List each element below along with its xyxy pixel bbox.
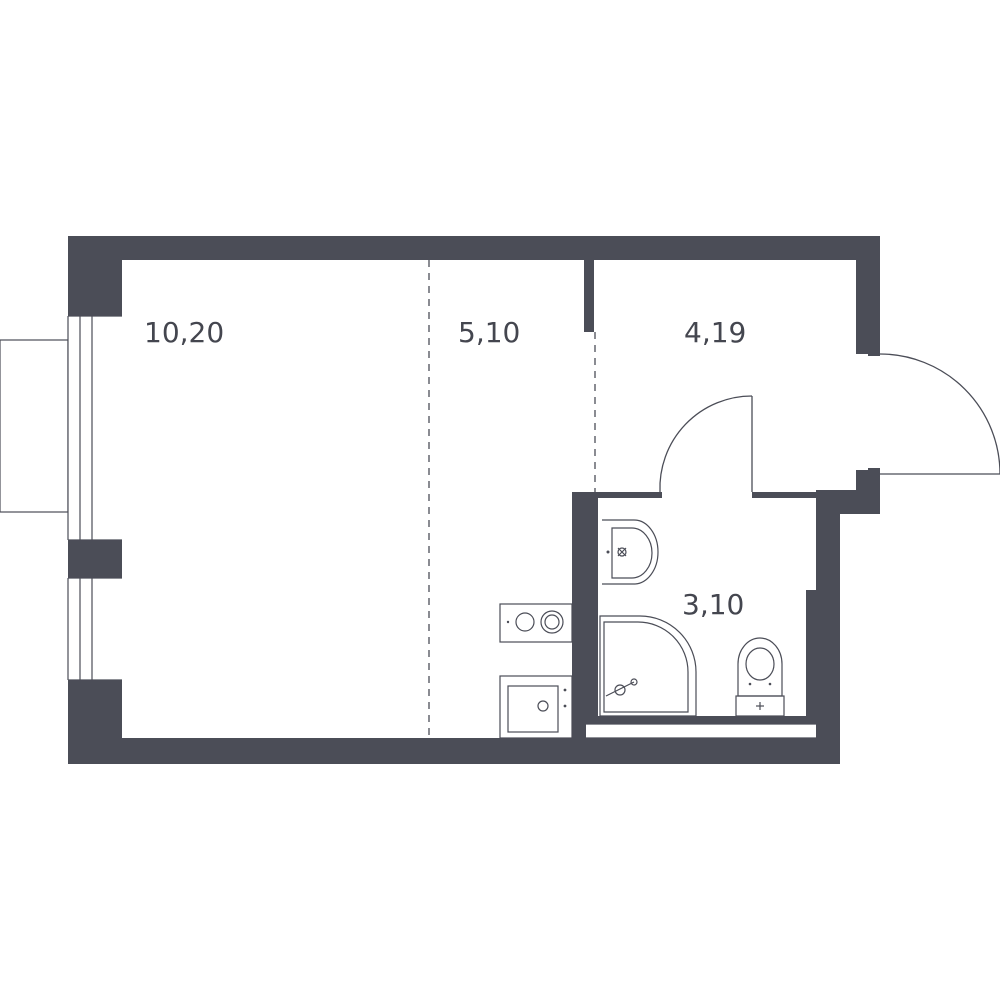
room-area-hallway: 4,19: [684, 316, 746, 349]
room-area-bathroom: 3,10: [682, 588, 744, 621]
toilet: [735, 637, 785, 717]
wall-left-middle: [68, 540, 122, 578]
shower-tray: [599, 615, 697, 717]
entrance-door: [868, 348, 1000, 476]
wall-bath-step: [816, 490, 880, 514]
window-left: [0, 260, 122, 738]
bath-wall-left: [572, 492, 598, 740]
zone-dividers: [428, 260, 596, 738]
bathroom-sink: [602, 519, 659, 585]
wall-top: [68, 236, 880, 260]
room-area-kitchen: 5,10: [458, 316, 520, 349]
cooktop: [499, 603, 573, 643]
kitchen-sink: [499, 675, 573, 739]
bath-wall-top-right: [752, 492, 818, 498]
room-area-living: 10,20: [144, 316, 224, 349]
wall-bottom: [68, 738, 818, 764]
exterior-walls: [68, 236, 880, 764]
bath-wall-right-inner: [806, 590, 818, 718]
interior-walls: [572, 260, 818, 740]
wall-bath-right: [816, 492, 840, 764]
partition-stub: [584, 260, 594, 332]
bathroom-door: [659, 395, 753, 493]
bath-wall-bottom: [586, 716, 818, 724]
bath-wall-top-left: [572, 492, 662, 498]
wall-right-upper: [856, 236, 880, 354]
